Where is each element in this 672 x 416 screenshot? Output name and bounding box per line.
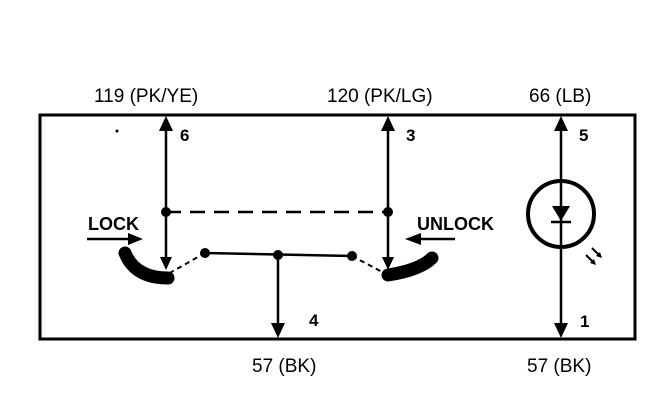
unlock-label: UNLOCK [417, 214, 494, 234]
light-rays-icon [585, 247, 602, 265]
pin-label-1: 1 [580, 312, 589, 331]
pin-4-circuit [271, 255, 285, 338]
lock-actuator [118, 246, 175, 285]
wire-label-66: 66 (LB) [529, 86, 591, 107]
junction-dot [383, 207, 393, 217]
junction-dot [161, 207, 171, 217]
unlock-arrow [405, 233, 455, 245]
pin-label-4: 4 [309, 311, 319, 330]
speck [115, 129, 119, 133]
connector-housing [38, 113, 637, 341]
pin-label-6: 6 [180, 126, 189, 145]
lock-arrow [87, 233, 143, 245]
wire-label-57-right: 57 (BK) [527, 356, 591, 377]
lock-contact-arm [167, 252, 206, 275]
unlock-actuator [381, 251, 439, 282]
wire-label-120: 120 (PK/LG) [327, 86, 433, 107]
lock-label: LOCK [88, 214, 139, 234]
pin-6-circuit [159, 116, 173, 270]
led-icon [526, 179, 596, 249]
pin-label-3: 3 [406, 126, 415, 145]
pin-label-5: 5 [579, 126, 588, 145]
wire-label-57-middle: 57 (BK) [252, 356, 316, 377]
unlock-contact-arm [351, 255, 387, 275]
wire-label-119: 119 (PK/YE) [94, 86, 198, 107]
pin-3-circuit [381, 116, 395, 270]
